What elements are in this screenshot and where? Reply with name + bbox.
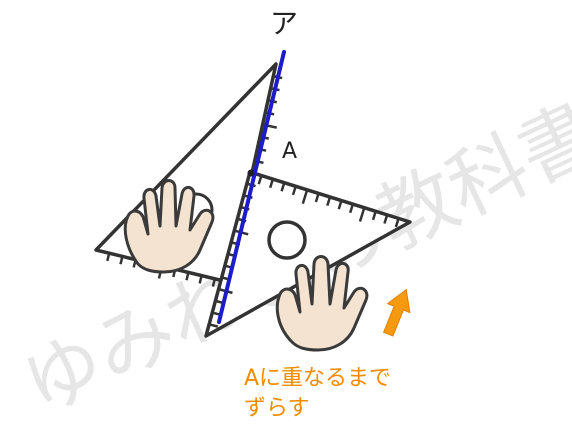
ruler-tick (119, 256, 124, 265)
ruler-tick (337, 200, 343, 210)
ruler-tick (314, 193, 320, 203)
ruler-tick (268, 178, 275, 189)
point-a-label: A (282, 139, 298, 164)
ruler-tick (348, 203, 355, 214)
ruler-tick (326, 196, 332, 206)
arrow-up-icon (382, 288, 411, 337)
ruler-tick (394, 218, 400, 228)
ruler-tick (358, 207, 366, 222)
ruler-tick (383, 214, 389, 224)
ruler-tick (291, 185, 297, 196)
ruler-tick (257, 175, 263, 185)
instruction-line-1: Aに重なるまで (244, 366, 392, 391)
triangle-hole-lower (267, 220, 307, 260)
left-hand-icon (123, 179, 215, 274)
ruler-tick (301, 189, 309, 204)
ruler-tick (198, 275, 203, 284)
ray-label: ア (270, 7, 299, 40)
ray-line (217, 50, 286, 324)
ruler-tick (371, 210, 377, 221)
right-hand-icon (275, 255, 369, 352)
ruler-tick (106, 252, 111, 262)
point-a-dot (247, 169, 255, 177)
set-square-lower (204, 170, 412, 338)
ruler-tick (185, 272, 190, 281)
instruction-line-2: ずらす (244, 396, 310, 421)
ruler-tick (208, 323, 219, 328)
ruler-tick (280, 182, 286, 192)
instruction-text: Aに重なるまで ずらす (244, 364, 391, 424)
ruler-ticks-lower-top (257, 175, 400, 228)
ruler-tick (211, 278, 217, 287)
